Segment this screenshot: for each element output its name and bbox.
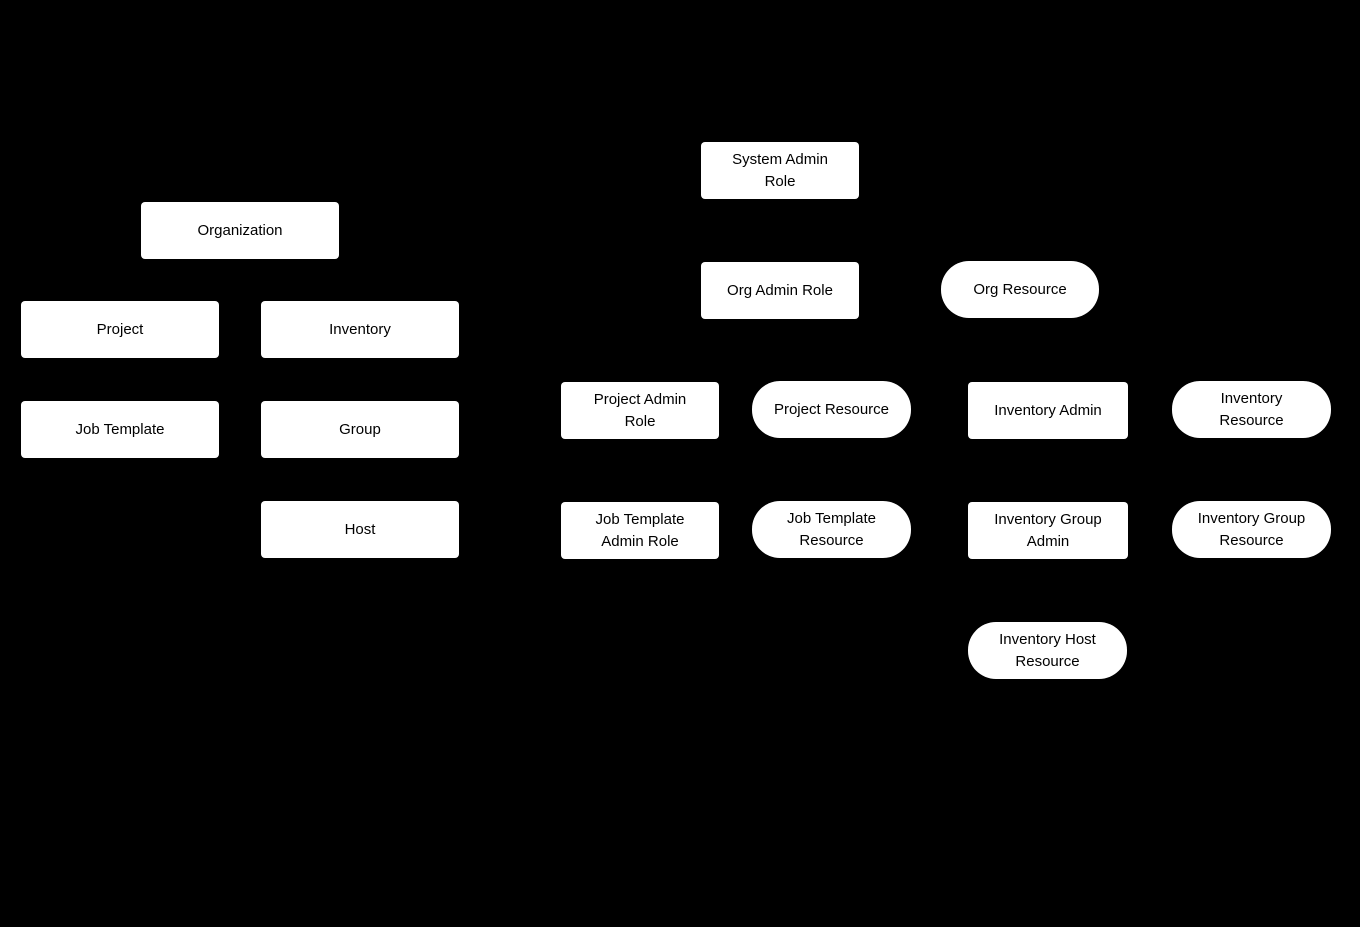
- node-inventory-admin-label: Inventory Admin: [994, 401, 1102, 419]
- node-org-resource-label: Org Resource: [973, 280, 1067, 298]
- node-group-label: Group: [339, 420, 381, 438]
- node-group: Group: [261, 401, 459, 458]
- node-job-template: Job Template: [21, 401, 219, 458]
- node-inventory-group-resource-label: Inventory Group Resource: [1197, 509, 1306, 549]
- node-inventory-group-admin-label: Inventory Group Admin: [994, 510, 1102, 550]
- node-org-admin-role: Org Admin Role: [701, 262, 859, 319]
- node-project-label: Project: [96, 320, 144, 338]
- node-project-admin-role: Project Admin Role: [561, 382, 719, 439]
- node-system-admin-role: System Admin Role: [701, 142, 859, 199]
- node-host-label: Host: [344, 520, 376, 538]
- node-inventory-resource: Inventory Resource: [1172, 381, 1331, 438]
- node-job-template-resource-label: Job Template Resource: [787, 509, 876, 549]
- node-inventory-host-resource: Inventory Host Resource: [968, 622, 1127, 679]
- node-job-template-admin-role: Job Template Admin Role: [561, 502, 719, 559]
- node-project-admin-role-label: Project Admin Role: [593, 390, 687, 430]
- node-inventory-label: Inventory: [329, 320, 391, 338]
- node-project-resource: Project Resource: [752, 381, 911, 438]
- node-system-admin-role-label: System Admin Role: [732, 150, 828, 190]
- node-org-admin-role-label: Org Admin Role: [727, 281, 833, 299]
- node-inventory: Inventory: [261, 301, 459, 358]
- node-inventory-resource-label: Inventory Resource: [1219, 389, 1284, 429]
- node-project-resource-label: Project Resource: [773, 400, 890, 418]
- node-inventory-group-admin: Inventory Group Admin: [968, 502, 1128, 559]
- node-host: Host: [261, 501, 459, 558]
- node-organization: Organization: [141, 202, 339, 259]
- node-org-resource: Org Resource: [941, 261, 1099, 318]
- node-inventory-host-resource-label: Inventory Host Resource: [999, 630, 1096, 670]
- node-job-template-resource: Job Template Resource: [752, 501, 911, 558]
- node-job-template-admin-role-label: Job Template Admin Role: [595, 510, 685, 550]
- node-project: Project: [21, 301, 219, 358]
- node-inventory-group-resource: Inventory Group Resource: [1172, 501, 1331, 558]
- node-job-template-label: Job Template: [75, 420, 165, 438]
- node-inventory-admin: Inventory Admin: [968, 382, 1128, 439]
- node-organization-label: Organization: [197, 221, 283, 239]
